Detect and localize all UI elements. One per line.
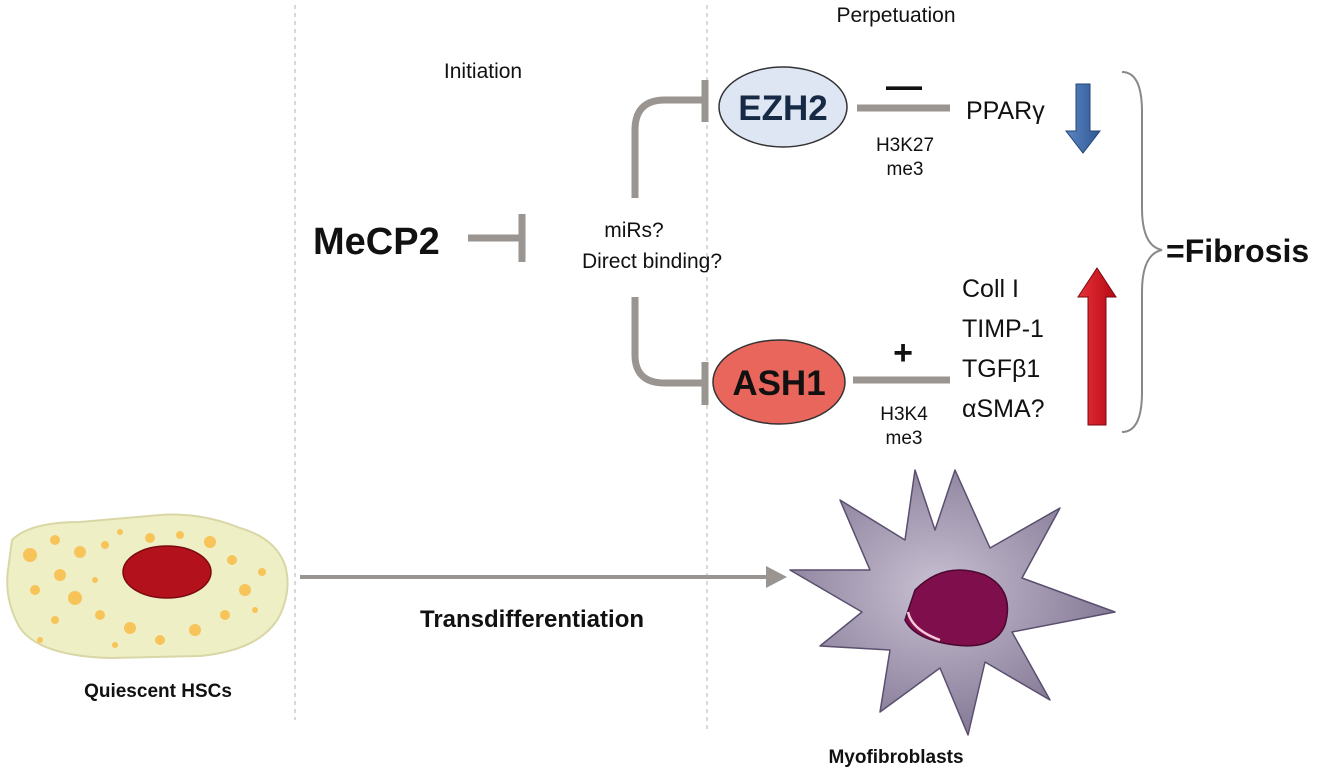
mirs-label: miRs? [604,219,664,242]
fibrosis-label: =Fibrosis [1166,233,1309,269]
transdifferentiation-arrow [300,566,787,588]
tgfb1-label: TGFβ1 [962,355,1040,383]
myofibroblast-cell [789,469,1116,736]
fibrosis-brace [1121,71,1163,433]
mecp2-label: MeCP2 [313,221,440,263]
myofibroblasts-label: Myofibroblasts [828,747,963,768]
h3k27-me3-label: me3 [887,159,924,180]
ezh2-node [718,66,848,148]
initiation-heading: Initiation [444,60,522,83]
plus-sign: + [893,334,913,372]
mecp2-inhibitor-line [468,214,526,262]
timp1-label: TIMP-1 [962,315,1044,343]
minus-sign: — [886,65,922,106]
direct-binding-label: Direct binding? [582,250,722,273]
h3k4-me3-label: me3 [886,428,923,449]
coll1-label: Coll I [962,275,1019,303]
pparg-label: PPARγ [966,97,1045,125]
h3k27-label: H3K27 [876,135,934,156]
ezh2-label: EZH2 [738,89,827,128]
perpetuation-heading: Perpetuation [836,4,955,27]
h3k4-label: H3K4 [880,404,928,425]
blue-down-arrow-icon [1064,83,1102,154]
quiescent-hsc-cell [6,513,289,660]
red-up-arrow-icon [1077,267,1117,426]
quiescent-hsc-label: Quiescent HSCs [84,681,232,702]
transdifferentiation-label: Transdifferentiation [420,606,644,633]
ash1-label: ASH1 [732,364,825,403]
asma-label: αSMA? [962,395,1045,423]
ash1-node [712,339,846,425]
branch-inhibitor-bracket [631,80,709,405]
